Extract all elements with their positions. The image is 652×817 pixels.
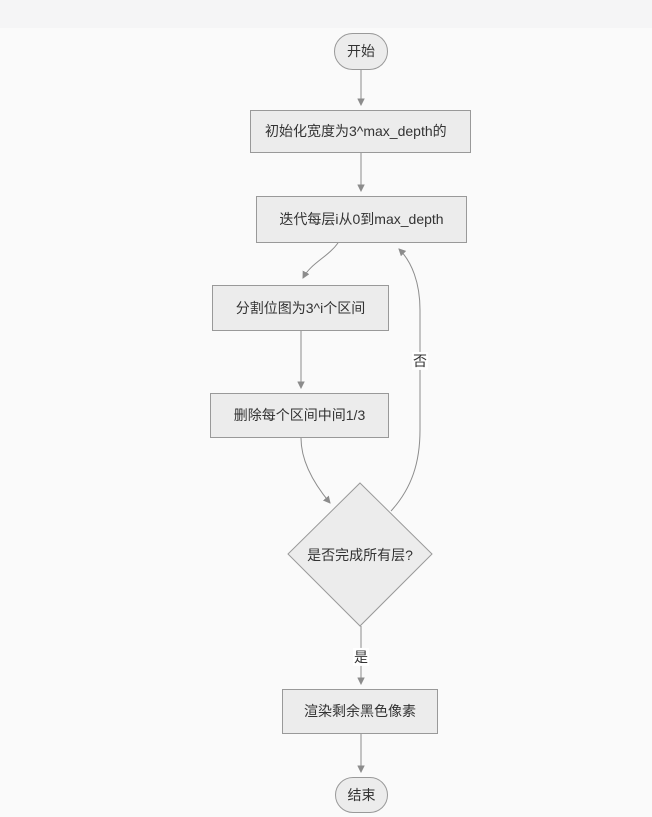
edge-decision-iterate-no xyxy=(390,248,421,512)
node-iterate: 迭代每层i从0到max_depth xyxy=(256,196,467,243)
edge-label-no: 否 xyxy=(412,351,428,371)
edge-label-yes: 是 xyxy=(353,647,369,667)
node-render: 渲染剩余黑色像素 xyxy=(282,689,438,734)
node-split: 分割位图为3^i个区间 xyxy=(212,285,389,331)
node-end: 结束 xyxy=(335,777,388,813)
edge-remove-decision xyxy=(300,437,331,504)
node-init: 初始化宽度为3^max_depth的 xyxy=(250,110,471,153)
node-decision-label: 是否完成所有层? xyxy=(307,547,413,563)
window-top-strip xyxy=(0,0,652,28)
node-start: 开始 xyxy=(334,33,388,70)
edge-iterate-split xyxy=(302,242,339,279)
node-remove: 删除每个区间中间1/3 xyxy=(210,393,389,438)
